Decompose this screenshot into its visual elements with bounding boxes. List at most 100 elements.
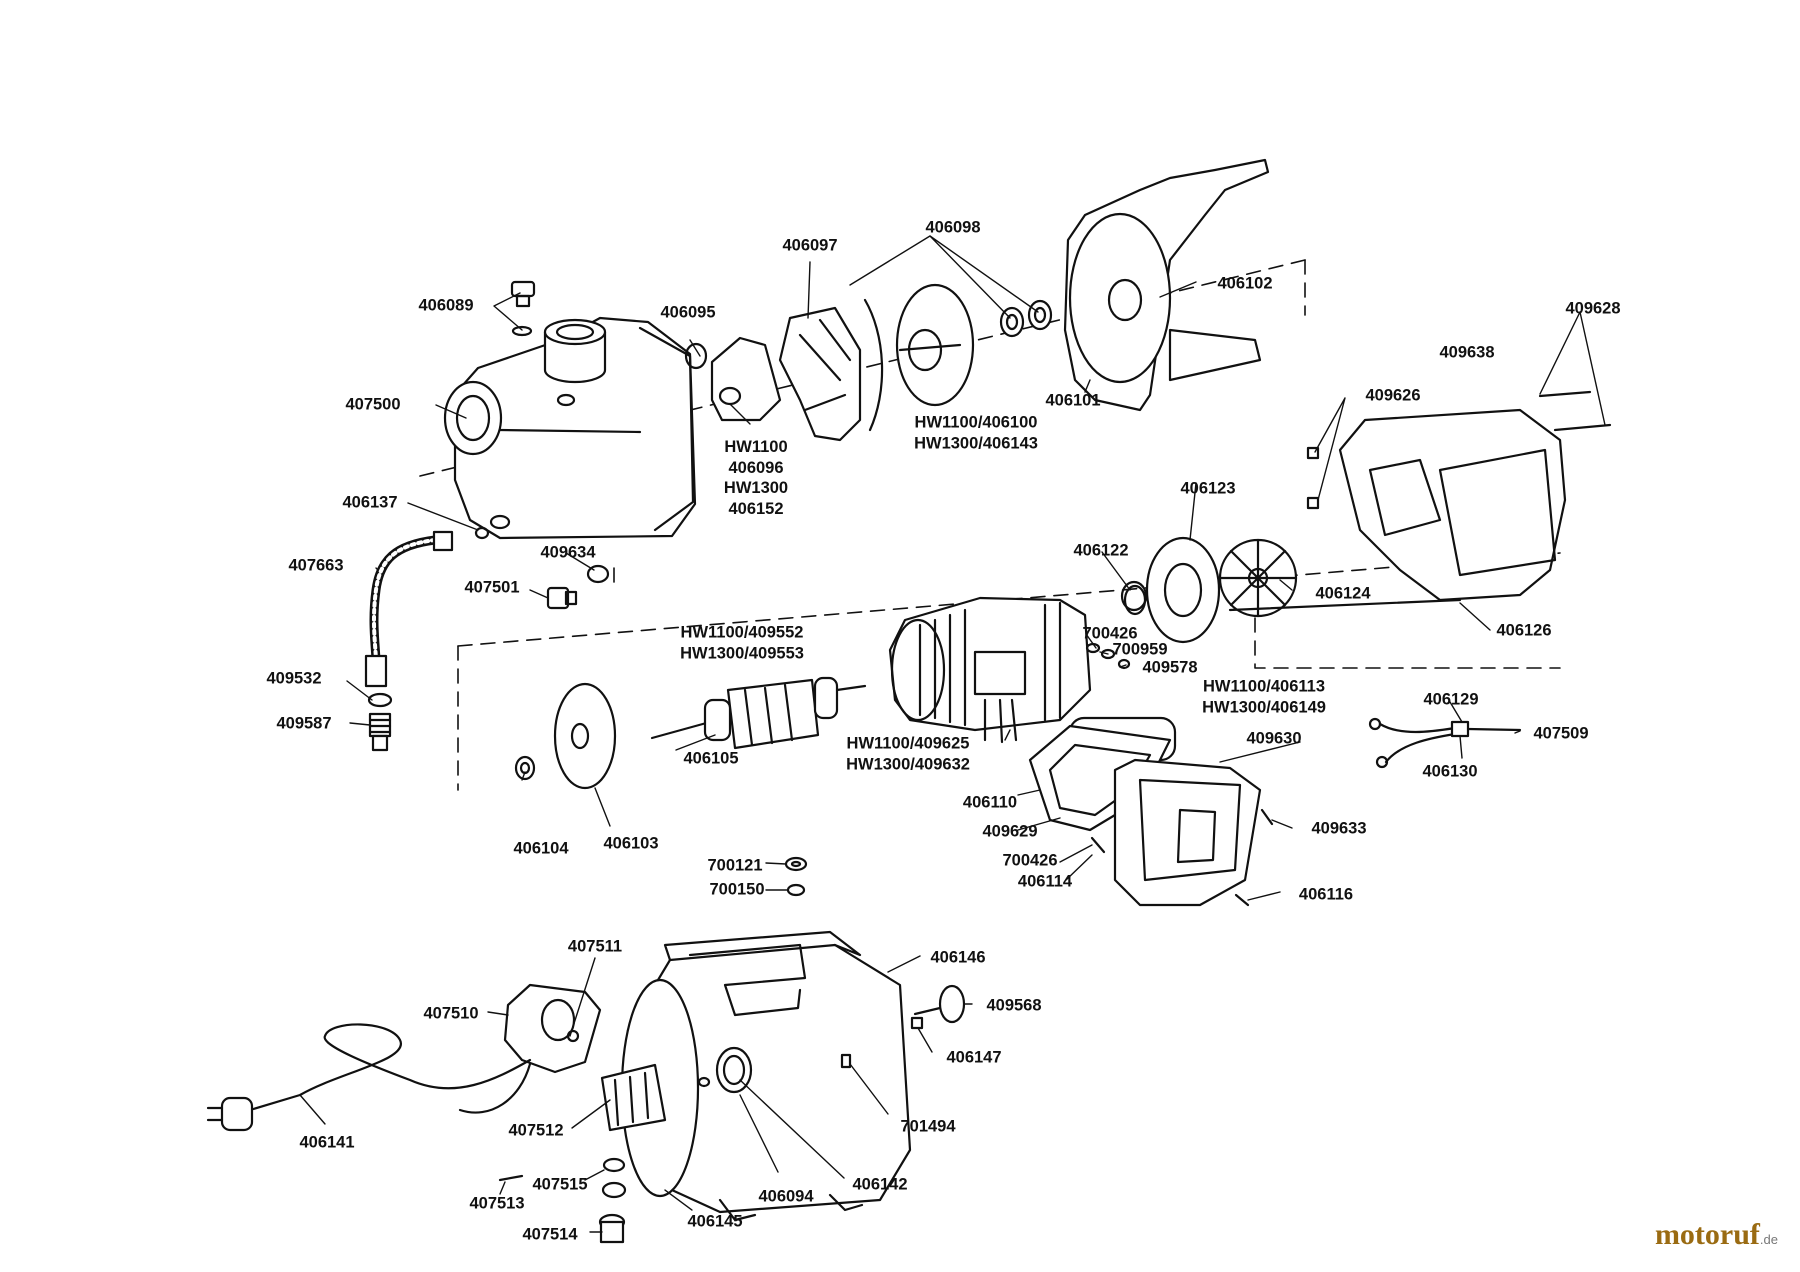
label-406098: 406098 [925, 218, 981, 237]
label-409633: 409633 [1311, 819, 1367, 838]
label-406116: 406116 [1298, 885, 1354, 904]
washer-406104 [514, 755, 536, 781]
label-409568: 409568 [986, 996, 1042, 1015]
o-ring-409634 [586, 564, 610, 584]
mech-seal-406100 [895, 283, 975, 407]
label-406110: 406110 [962, 793, 1018, 812]
adapter-409587 [368, 712, 392, 752]
label-406102: 406102 [1217, 274, 1273, 293]
logo-name: motoruf [1654, 1218, 1760, 1251]
label-409625-409632: HW1100/409625 HW1300/409632 [846, 734, 970, 773]
label-406096-406152: HW1100 406096 HW1300 406152 [723, 437, 789, 518]
motoruf-logo: motoruf.de [1655, 1218, 1778, 1252]
manifold-406094 [600, 1063, 667, 1132]
screw-406114 [1090, 836, 1106, 854]
fitting-407515 [601, 1157, 627, 1199]
label-409630: 409630 [1246, 729, 1302, 748]
logo-tld: .de [1759, 1232, 1778, 1247]
label-406094: 406094 [758, 1187, 814, 1206]
label-406146: 406146 [930, 948, 986, 967]
label-406104: 406104 [513, 839, 569, 858]
label-406114: 406114 [1017, 872, 1073, 891]
fill-plug-406089 [510, 280, 536, 337]
label-406123: 406123 [1180, 479, 1236, 498]
label-700150: 700150 [709, 880, 765, 899]
valve-cap-409568 [913, 984, 966, 1024]
label-407512: 407512 [508, 1121, 564, 1140]
label-407509: 407509 [1533, 724, 1589, 743]
label-406147: 406147 [946, 1048, 1002, 1067]
impeller-406097 [778, 298, 884, 442]
label-407511: 407511 [567, 937, 623, 956]
screw-701494 [840, 1053, 852, 1069]
label-407510: 407510 [423, 1004, 479, 1023]
screw-409633 [1260, 808, 1274, 826]
tie-rod-406126 [1228, 598, 1462, 612]
label-407513: 407513 [469, 1194, 525, 1213]
label-409578: 409578 [1142, 658, 1198, 677]
label-406141: 406141 [299, 1133, 355, 1152]
end-shield-406103 [553, 682, 617, 790]
label-407663: 407663 [288, 556, 344, 575]
diffuser-406096 [684, 336, 782, 422]
label-406113-406149: HW1100/406113 HW1300/406149 [1202, 677, 1326, 716]
label-406124: 406124 [1315, 584, 1371, 603]
fan-406124 [1218, 538, 1298, 618]
seal-rings-406098 [999, 299, 1053, 338]
power-cord-406141 [206, 1023, 532, 1132]
leader-lines [299, 235, 1606, 1233]
label-409628: 409628 [1565, 299, 1621, 318]
label-409552-409553: HW1100/409552 HW1300/409553 [680, 623, 804, 662]
label-407500: 407500 [345, 395, 401, 414]
label-700426-top: 700426 [1082, 624, 1138, 643]
fan-cover-406123 [1123, 536, 1221, 644]
screw-407513 [498, 1174, 524, 1182]
label-409638: 409638 [1439, 343, 1495, 362]
stator-409625 [888, 596, 1092, 744]
label-409629: 409629 [982, 822, 1038, 841]
label-406105: 406105 [683, 749, 739, 768]
label-406129: 406129 [1423, 690, 1479, 709]
label-406097: 406097 [782, 236, 838, 255]
label-700121: 700121 [707, 856, 763, 875]
label-406089: 406089 [418, 296, 474, 315]
screw-406116 [1234, 893, 1250, 907]
label-406130: 406130 [1422, 762, 1478, 781]
label-409634: 409634 [540, 543, 596, 562]
label-407514: 407514 [522, 1225, 578, 1244]
label-406101: 406101 [1045, 391, 1101, 410]
valve-406147 [910, 1016, 924, 1030]
rotor-406105 [650, 676, 867, 750]
label-406100-406143: HW1100/406100 HW1300/406143 [914, 413, 1038, 452]
gasket-409532 [367, 692, 393, 708]
label-700959: 700959 [1112, 640, 1168, 659]
label-409532: 409532 [266, 669, 322, 688]
nuts-700121-700150 [784, 856, 808, 897]
nipple-407514 [598, 1213, 626, 1244]
pressure-gauge-406142 [697, 1046, 753, 1094]
drain-plug-407501 [546, 586, 578, 610]
hose-407663 [364, 530, 454, 688]
pump-housing-407500 [443, 316, 697, 540]
label-701494: 701494 [900, 1117, 956, 1136]
label-406095: 406095 [660, 303, 716, 322]
pressure-switch-407510 [503, 983, 602, 1074]
label-406103: 406103 [603, 834, 659, 853]
label-700426-bottom: 700426 [1002, 851, 1058, 870]
label-406137: 406137 [342, 493, 398, 512]
label-407501: 407501 [464, 578, 520, 597]
label-409587: 409587 [276, 714, 332, 733]
cable-406129 [1368, 717, 1522, 769]
bearing-plate-406101 [1063, 158, 1270, 412]
label-406122: 406122 [1073, 541, 1129, 560]
label-409626: 409626 [1365, 386, 1421, 405]
label-406142: 406142 [852, 1175, 908, 1194]
label-406126: 406126 [1496, 621, 1552, 640]
terminal-cover-409633 [1113, 758, 1262, 907]
o-ring-406122 [1120, 580, 1148, 612]
o-ring-406137 [474, 526, 490, 540]
label-406145: 406145 [687, 1212, 743, 1231]
motor-shroud-409638 [1306, 390, 1612, 602]
